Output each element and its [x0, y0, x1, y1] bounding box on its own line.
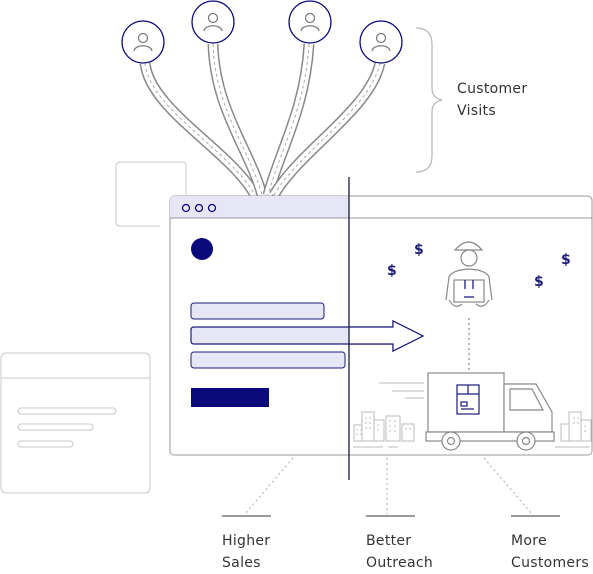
label-line: Higher: [222, 533, 271, 549]
window-controls: [181, 203, 217, 213]
dollar-sign-icon: $: [561, 252, 571, 268]
speed-lines: [353, 382, 590, 448]
form-field: [190, 302, 325, 320]
label-line: Sales: [222, 555, 261, 571]
profile-dot: [191, 238, 213, 260]
dollar-sign-icon: $: [534, 274, 544, 290]
delivery-truck-icon: [425, 372, 555, 451]
dollar-signs: $ $ $ $: [387, 242, 571, 290]
side-card: [0, 352, 151, 494]
background-card: [115, 161, 187, 227]
label-line: Better: [366, 533, 412, 549]
cable-2: [207, 43, 268, 197]
window-dot: [181, 203, 191, 213]
label-connectors: [244, 457, 533, 515]
more-customers-label: More Customers: [511, 530, 589, 574]
label-line: More: [511, 533, 547, 549]
label-line: Customers: [511, 555, 589, 571]
window-dot: [207, 203, 217, 213]
city-buildings: [353, 411, 592, 442]
user-icon: [300, 12, 320, 32]
delivery-person-icon: [445, 241, 493, 307]
customer-visits-brace: [415, 27, 443, 173]
cable-4: [269, 61, 386, 198]
better-outreach-label: Better Outreach: [366, 530, 433, 574]
side-card-line: [17, 440, 74, 448]
form-field: [190, 351, 346, 369]
user-icon: [203, 12, 223, 32]
label-line: Customer: [457, 81, 528, 97]
submit-bar: [191, 388, 269, 407]
city-building-icon: [568, 411, 582, 442]
avatar-1: [121, 20, 165, 64]
city-building-icon: [401, 423, 415, 442]
package-icon: [456, 384, 480, 415]
user-icon: [371, 32, 391, 52]
city-building-icon: [385, 415, 401, 442]
dollar-sign-icon: $: [387, 263, 397, 279]
dollar-sign-icon: $: [414, 242, 424, 258]
side-card-line: [17, 407, 117, 415]
label-line: Outreach: [366, 555, 433, 571]
browser-window: $ $ $ $: [169, 195, 593, 456]
visit-cables: [139, 43, 386, 198]
city-building-icon: [361, 411, 375, 442]
avatar-2: [191, 0, 235, 44]
side-card-line: [17, 423, 94, 431]
avatar-4: [359, 20, 403, 64]
avatar-3: [288, 0, 332, 44]
higher-sales-label: Higher Sales: [222, 530, 270, 574]
user-icon: [133, 32, 153, 52]
cable-1: [139, 61, 260, 198]
customer-visits-label: Customer Visits: [457, 78, 527, 122]
window-dot: [194, 203, 204, 213]
cable-3: [262, 43, 315, 197]
label-line: Visits: [457, 103, 496, 119]
